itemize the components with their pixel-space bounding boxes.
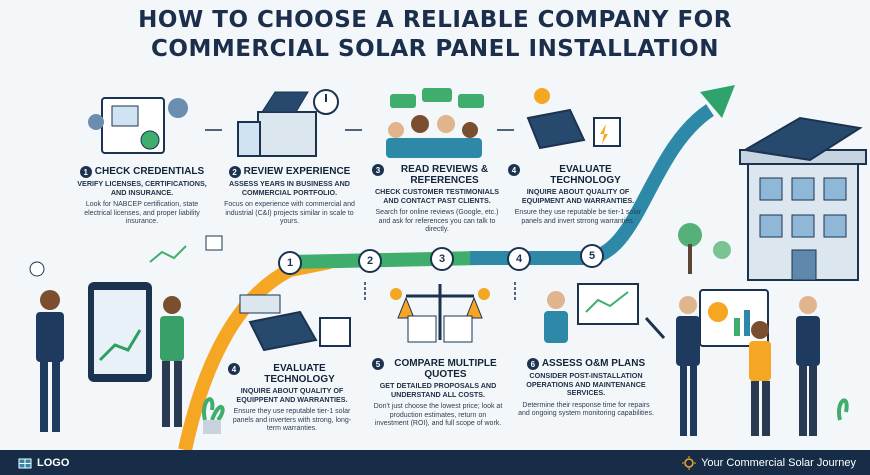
step-description: Search for online reviews (Google, etc.)…	[375, 209, 499, 233]
solar-panel-icon	[18, 458, 32, 469]
office-building-icon	[739, 116, 867, 281]
footer-bar: LOGO Your Commercial Solar Journey	[0, 450, 870, 475]
step-number-badge: 1	[79, 166, 92, 178]
step-number-badge: 4	[508, 164, 520, 176]
footer-tagline: Your Commercial Solar Journey	[682, 456, 856, 470]
logo-text: LOGO	[37, 457, 70, 469]
step-title: REVIEW EXPERIENCE	[243, 166, 351, 177]
step-description: Don't just choose the lowest price; look…	[373, 403, 503, 427]
step-number-badge: 6	[526, 358, 539, 370]
step-title: CHECK CREDENTIALS	[94, 166, 205, 177]
path-node-2: 2	[358, 249, 382, 273]
step-title: EVALUATE TECHNOLOGY	[550, 164, 621, 186]
path-node-3: 3	[430, 247, 454, 271]
title-line-2: COMMERCIAL SOLAR PANEL INSTALLATION	[151, 36, 719, 62]
path-node-5: 5	[580, 244, 604, 268]
step-subtitle: CHECK CUSTOMER TESTIMONIALS AND CONTACT …	[374, 187, 500, 205]
footer-logo: LOGO	[18, 456, 69, 470]
step-subtitle: CONSIDER POST-INSTALLATION OPERATIONS AN…	[526, 371, 646, 397]
step-read-reviews: 3 READ REVIEWS & REFERENCES CHECK CUSTOME…	[372, 164, 502, 235]
page-title: HOW TO CHOOSE A RELIABLE COMPANY FOR COM…	[0, 6, 870, 64]
sun-icon	[682, 456, 697, 470]
step-title: COMPARE MULTIPLE QUOTES	[394, 358, 497, 380]
step-description: Ensure they use reputable tier-1 solar p…	[232, 408, 352, 432]
step-title: EVALUATE TECHNOLOGY	[264, 363, 335, 385]
step-subtitle: VERIFY LICENSES, CERTIFICATIONS, AND INS…	[77, 179, 207, 197]
step-description: Focus on experience with commercial and …	[224, 201, 355, 225]
step-number-badge: 5	[372, 358, 384, 370]
step-evaluate-technology-bottom: 4 EVALUATE TECHNOLOGY INQUIRE ABOUT QUALI…	[228, 363, 356, 434]
arrow-head-icon	[700, 85, 735, 118]
step-subtitle: ASSESS YEARS IN BUSINESS AND COMMERCIAL …	[228, 179, 351, 197]
step-subtitle: INQUIRE ABOUT QUALITY OF EQUIPMENT AND W…	[521, 187, 635, 205]
step-description: Determine their response time for repair…	[518, 401, 654, 418]
orange-path	[178, 255, 332, 452]
step-description: Look for NABCEP certification, state ele…	[84, 201, 200, 225]
path-node-4: 4	[507, 247, 531, 271]
step-compare-quotes: 5 COMPARE MULTIPLE QUOTES GET DETAILED PR…	[372, 358, 504, 429]
mini-chart-icon	[205, 235, 223, 251]
reviews-people-icon	[386, 88, 484, 158]
people-right-illustration	[676, 289, 849, 436]
tree-icon	[678, 223, 702, 247]
trend-line-icon	[149, 245, 187, 263]
step-subtitle: GET DETAILED PROPOSALS AND UNDERSTAND AL…	[379, 381, 497, 399]
tagline-text: Your Commercial Solar Journey	[701, 457, 856, 469]
step-number-badge: 4	[228, 363, 240, 375]
office-experience-icon	[237, 89, 339, 157]
step-subtitle: INQUIRE ABOUT QUALITY OF EQUIPPENT AND W…	[236, 386, 348, 404]
path-node-1: 1	[278, 251, 302, 275]
maintenance-technician-icon	[544, 283, 666, 343]
people-left-illustration	[36, 282, 225, 434]
step-evaluate-technology-top: 4 EVALUATE TECHNOLOGY INQUIRE ABOUT QUALI…	[508, 164, 648, 226]
step-number-badge: 3	[372, 164, 384, 176]
scale-quotes-icon	[390, 284, 490, 343]
solar-panel-inverter-icon	[239, 294, 351, 352]
title-line-1: HOW TO CHOOSE A RELIABLE COMPANY FOR	[138, 7, 732, 33]
certificate-icon	[88, 97, 188, 154]
step-number-badge: 2	[228, 166, 241, 178]
step-title: READ REVIEWS & REFERENCES	[400, 164, 489, 186]
step-description: Ensure they use reputable be tier-1 sola…	[514, 209, 642, 225]
solar-technology-icon	[526, 88, 621, 150]
location-pin-icon	[29, 261, 45, 277]
step-title: ASSESS O&M PLANS	[541, 358, 646, 369]
